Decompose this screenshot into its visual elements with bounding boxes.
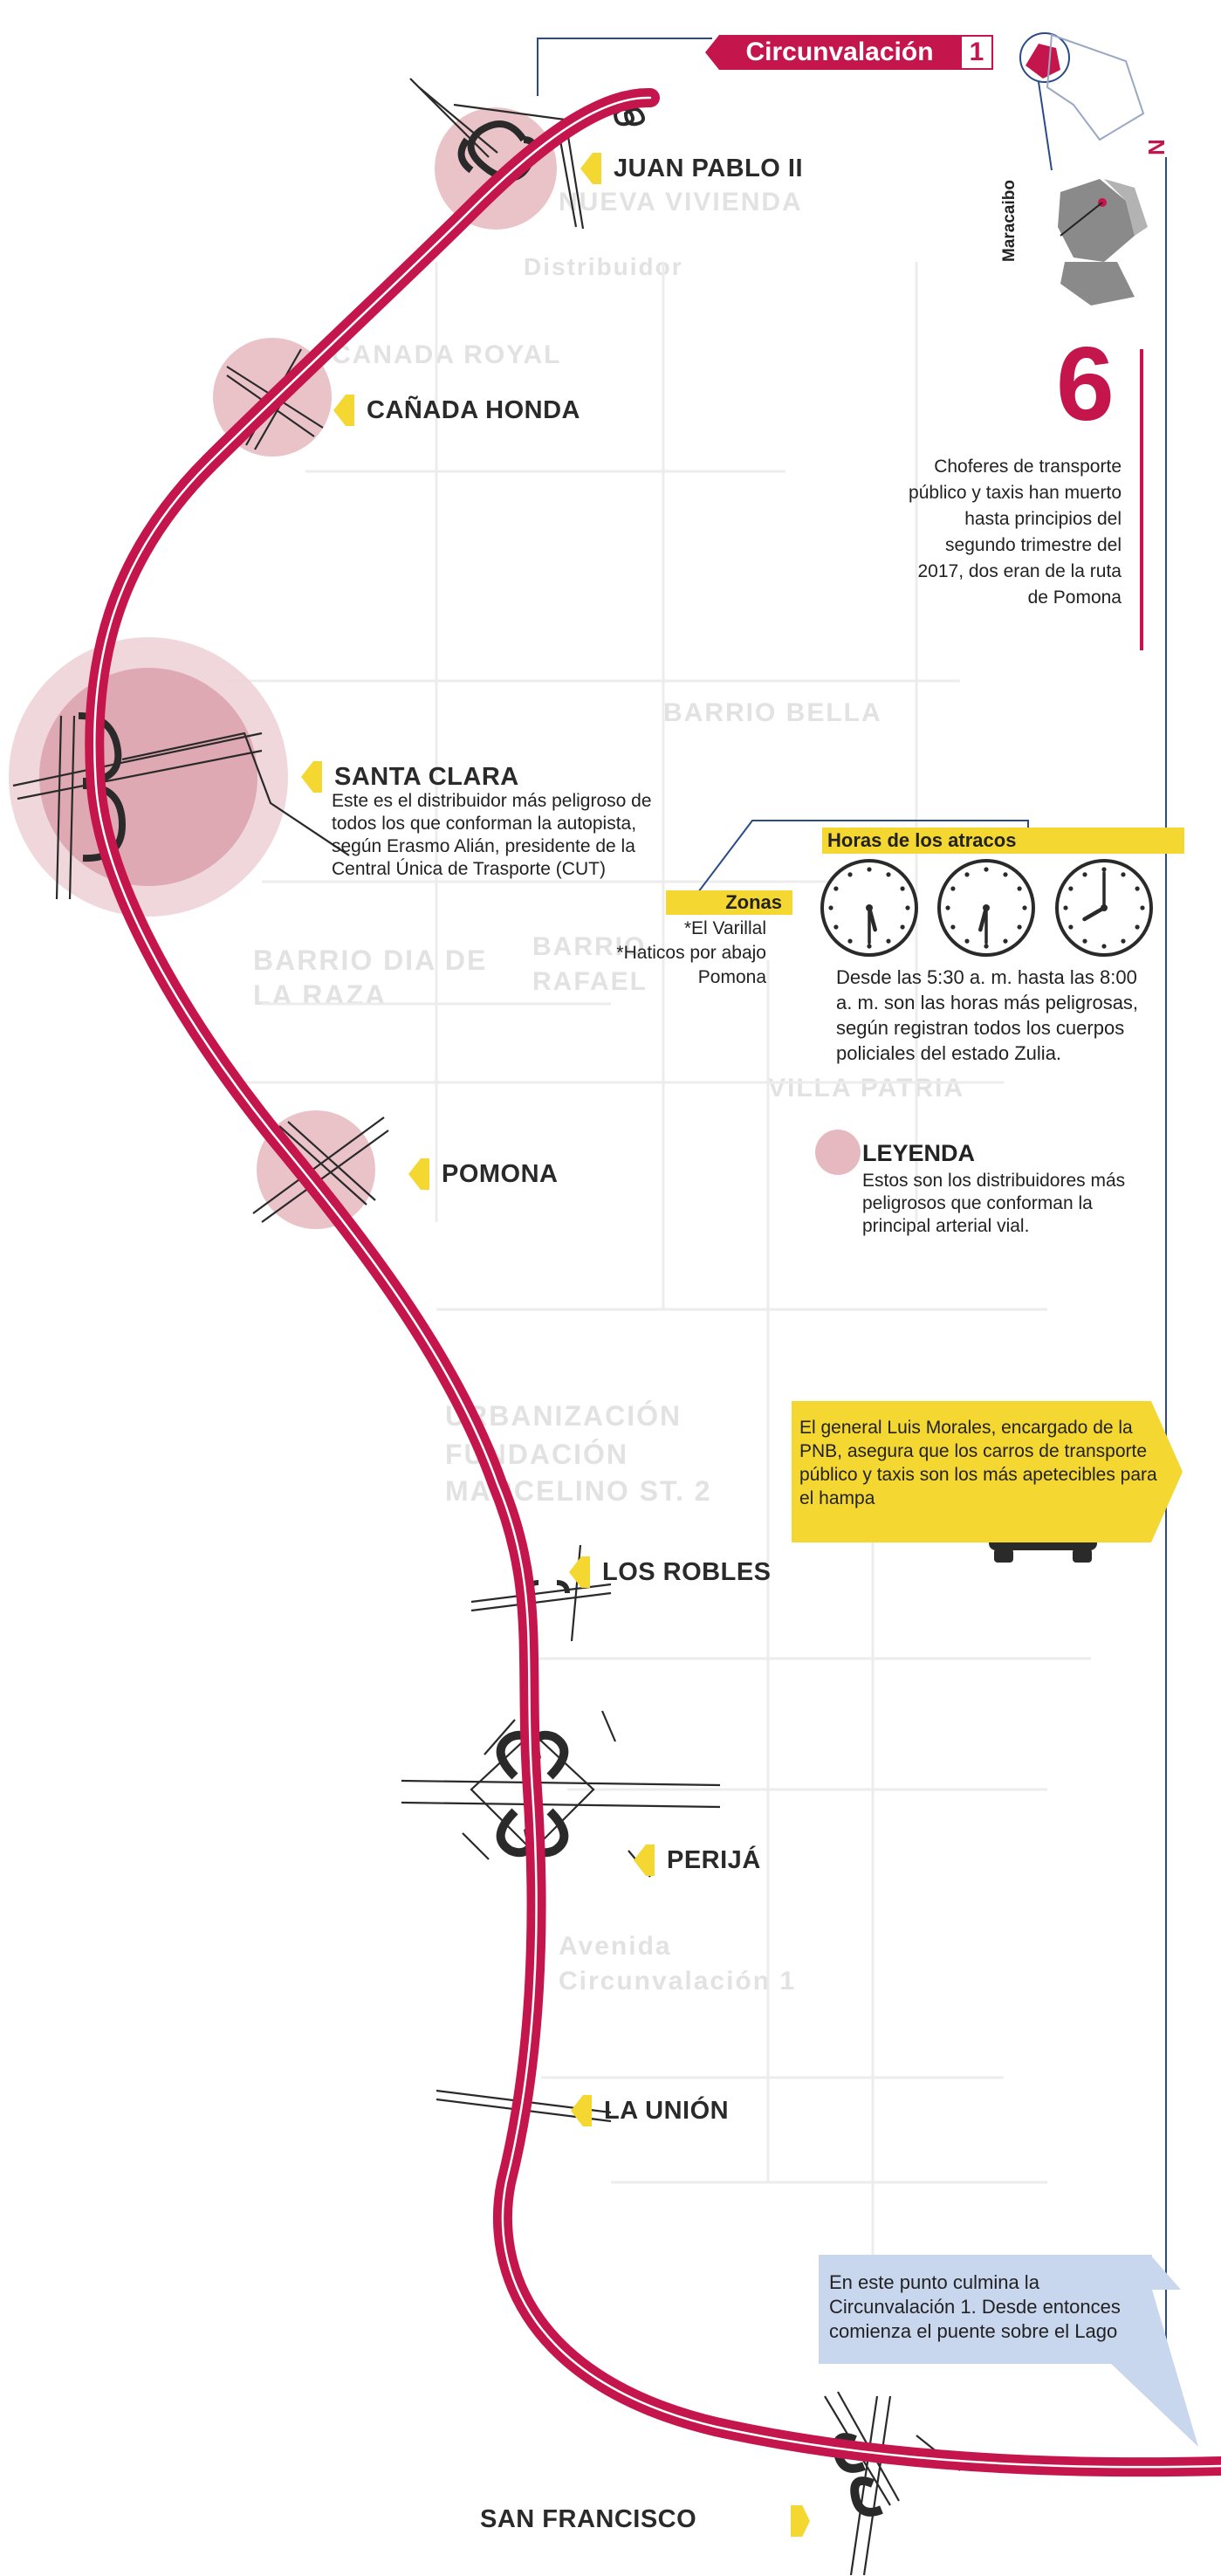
legend-text: Estos son los distribuidores más peligro… — [862, 1171, 1126, 1236]
bg-label-villa-patria: VILLA PATRIA — [768, 1074, 965, 1103]
santa-clara-description: Este es el distribuidor más peligroso de… — [332, 791, 652, 879]
stat-text: Choferes de transporte público y taxis h… — [909, 457, 1122, 608]
header-number: 1 — [960, 35, 993, 70]
pnb-note-pointer — [1151, 1401, 1183, 1542]
horas-text: Desde las 5:30 a. m. hasta las 8:00 a. m… — [836, 966, 1139, 1064]
bg-label-barrio-bella: BARRIO BELLA — [663, 698, 882, 727]
horas-title: Horas de los atracos — [822, 828, 1184, 854]
circunvalacion-road — [85, 87, 1221, 2477]
stop-label-san-francisco: SAN FRANCISCO — [480, 2505, 697, 2533]
north-arrow-icon: N — [1143, 139, 1170, 155]
clock-icon — [1055, 859, 1153, 957]
bg-label-distribuidor: Distribuidor — [524, 253, 683, 280]
stop-marker-san-francisco-icon — [791, 2505, 810, 2537]
legend-swatch — [815, 1130, 861, 1175]
bg-label-dia-de-la-raza: BARRIO DIA DE LA RAZA — [253, 945, 488, 1011]
stat-number: 6 — [1056, 326, 1115, 443]
stop-label-los-robles: LOS ROBLES — [569, 1556, 772, 1588]
stop-label-perija: PERIJÁ — [634, 1844, 761, 1876]
header-connector-line — [537, 38, 712, 96]
header-pointer — [705, 35, 719, 70]
clock-icon — [937, 859, 1035, 957]
legend-title: LEYENDA — [862, 1140, 976, 1166]
stop-marker-icon — [301, 761, 313, 793]
clock-icon — [820, 859, 918, 957]
zona-item: *El Varillal — [683, 918, 766, 938]
locator-city-label: Maracaibo — [1000, 180, 1019, 262]
clocks-group — [820, 859, 1153, 957]
stop-marker-icon — [571, 2095, 583, 2126]
zonas-title: Zonas — [666, 890, 792, 915]
interchange-lines — [12, 78, 961, 2576]
zona-item: *Haticos por abajo — [616, 943, 766, 963]
right-vertical-rule — [1165, 157, 1167, 2401]
background-streets — [227, 262, 1091, 2270]
stop-marker-icon — [580, 153, 593, 184]
bg-label-rafael: BARRIO RAFAEL — [532, 932, 648, 996]
locator-map — [1019, 32, 1148, 306]
stop-label-pomona: POMONA — [408, 1158, 559, 1190]
stop-marker-icon — [634, 1844, 646, 1876]
stop-label-canada-honda: CAÑADA HONDA — [333, 395, 580, 426]
stop-marker-icon — [408, 1158, 421, 1190]
stat-accent-bar — [1140, 349, 1143, 650]
pnb-note-box — [792, 1401, 1151, 1542]
zona-item: Pomona — [697, 967, 766, 987]
bg-label-avenida: Avenida Circunvalación 1 — [559, 1932, 797, 1996]
lake-note-box — [819, 2255, 1152, 2364]
stop-label-la-union: LA UNIÓN — [571, 2095, 729, 2126]
lake-note-text: En este punto culmina la Circunvalación … — [829, 2271, 1121, 2342]
zonas-list: *El Varillal *Haticos por abajo Pomona — [576, 917, 766, 990]
bg-label-canada-royal: CANADA ROYAL — [332, 340, 562, 369]
header-title: Circunvalación — [719, 35, 960, 70]
stop-label-juan-pablo-ii: JUAN PABLO II — [580, 153, 803, 184]
stop-marker-icon — [569, 1556, 581, 1588]
bg-label-nueva-vivienda: NUEVA VIVIENDA — [559, 188, 803, 216]
pnb-note-text: El general Luis Morales, encargado de la… — [799, 1418, 1157, 1508]
stop-marker-icon — [333, 395, 346, 426]
stop-label-santa-clara: SANTA CLARA — [301, 761, 519, 793]
